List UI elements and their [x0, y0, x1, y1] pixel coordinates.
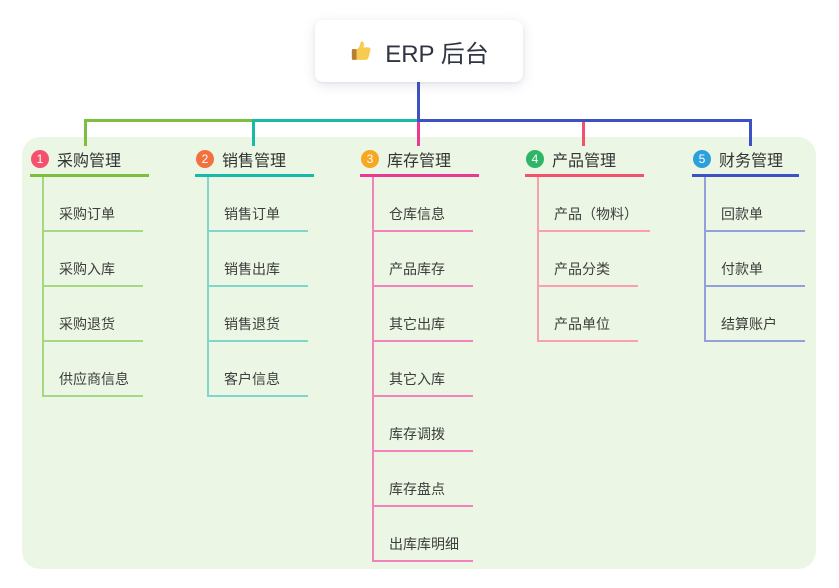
mindmap-node[interactable]: 库存盘点: [374, 452, 473, 507]
branch-badge: 4: [526, 150, 544, 168]
mindmap-node[interactable]: 付款单: [706, 232, 805, 287]
branch-badge: 3: [361, 150, 379, 168]
connector-bus-green: [84, 119, 254, 122]
branch-children: 仓库信息 产品库存 其它出库 其它入库 库存调拨 库存盘点 出库库明细: [372, 177, 479, 562]
mindmap-node[interactable]: 采购订单: [44, 177, 143, 232]
branch-header-sales[interactable]: 2 销售管理: [195, 146, 314, 177]
branch-label: 产品管理: [552, 153, 617, 170]
connector-drop-inventory: [417, 122, 420, 146]
mindmap-node[interactable]: 销售退货: [209, 287, 308, 342]
branch-purchase: 1 采购管理 采购订单 采购入库 采购退货 供应商信息: [30, 146, 149, 397]
mindmap-node[interactable]: 仓库信息: [374, 177, 473, 232]
mindmap-node[interactable]: 销售订单: [209, 177, 308, 232]
mindmap-node[interactable]: 产品库存: [374, 232, 473, 287]
connector-drop-product: [582, 122, 585, 146]
connector-root-vertical: [417, 82, 420, 120]
mindmap-node[interactable]: 回款单: [706, 177, 805, 232]
branch-label: 销售管理: [222, 153, 287, 170]
branch-label: 库存管理: [387, 153, 452, 170]
mindmap-node[interactable]: 其它入库: [374, 342, 473, 397]
branch-header-finance[interactable]: 5 财务管理: [692, 146, 799, 177]
branch-children: 产品（物料） 产品分类 产品单位: [537, 177, 650, 342]
branch-label: 财务管理: [719, 153, 784, 170]
thumbs-up-icon: [349, 38, 375, 64]
branch-header-product[interactable]: 4 产品管理: [525, 146, 644, 177]
connector-bus-teal: [252, 119, 419, 122]
branch-inventory: 3 库存管理 仓库信息 产品库存 其它出库 其它入库 库存调拨 库存盘点 出库库…: [360, 146, 479, 562]
root-title: ERP 后台: [385, 40, 489, 68]
branch-badge: 1: [31, 150, 49, 168]
mindmap-node[interactable]: 出库库明细: [374, 507, 473, 562]
mindmap-node[interactable]: 产品（物料）: [539, 177, 650, 232]
branch-product: 4 产品管理 产品（物料） 产品分类 产品单位: [525, 146, 650, 342]
mindmap-node[interactable]: 客户信息: [209, 342, 308, 397]
branch-badge: 2: [196, 150, 214, 168]
connector-bus-indigo: [417, 119, 752, 122]
branch-children: 回款单 付款单 结算账户: [704, 177, 805, 342]
mindmap-node[interactable]: 其它出库: [374, 287, 473, 342]
mindmap-node[interactable]: 供应商信息: [44, 342, 143, 397]
branch-children: 销售订单 销售出库 销售退货 客户信息: [207, 177, 314, 397]
mindmap-node[interactable]: 结算账户: [706, 287, 805, 342]
branch-sales: 2 销售管理 销售订单 销售出库 销售退货 客户信息: [195, 146, 314, 397]
branch-badge: 5: [693, 150, 711, 168]
root-node[interactable]: ERP 后台: [315, 20, 523, 82]
connector-drop-finance: [749, 119, 752, 146]
branches-panel: [22, 137, 816, 569]
mindmap-node[interactable]: 产品单位: [539, 287, 638, 342]
branch-label: 采购管理: [57, 153, 122, 170]
connector-drop-sales: [252, 119, 255, 146]
connector-drop-purchase: [84, 119, 87, 146]
branch-header-purchase[interactable]: 1 采购管理: [30, 146, 149, 177]
mindmap-node[interactable]: 库存调拨: [374, 397, 473, 452]
mindmap-node[interactable]: 销售出库: [209, 232, 308, 287]
mindmap-node[interactable]: 采购入库: [44, 232, 143, 287]
branch-finance: 5 财务管理 回款单 付款单 结算账户: [692, 146, 805, 342]
branch-children: 采购订单 采购入库 采购退货 供应商信息: [42, 177, 149, 397]
mindmap-node[interactable]: 采购退货: [44, 287, 143, 342]
branch-header-inventory[interactable]: 3 库存管理: [360, 146, 479, 177]
mindmap-node[interactable]: 产品分类: [539, 232, 638, 287]
